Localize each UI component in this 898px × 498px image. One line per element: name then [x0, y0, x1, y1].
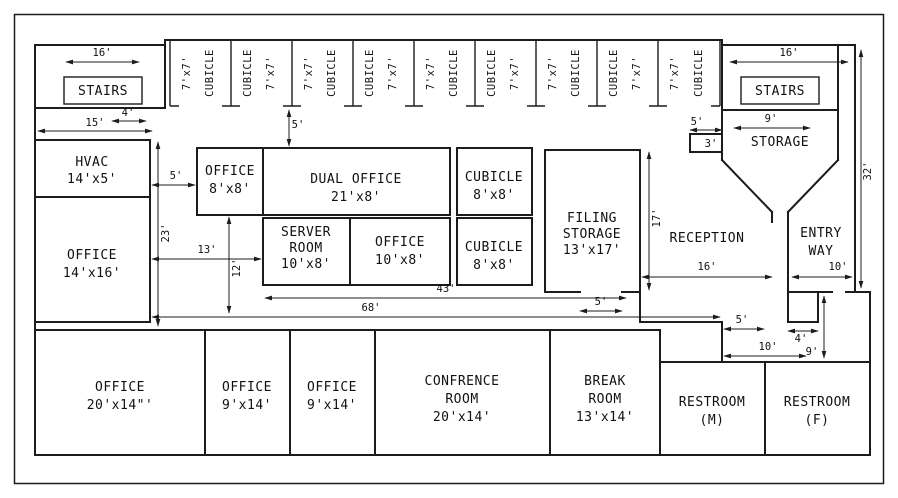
room-label-office-small-name: OFFICE — [205, 164, 255, 179]
cubicle-7-name: CUBICLE — [570, 49, 582, 97]
cubicle-1-size: 7'x7' — [181, 56, 193, 90]
dim-label-filing-height-17: 17' — [651, 209, 663, 228]
room-label-server-room-line1: SERVER — [281, 225, 331, 240]
room-label-restroom-m-suffix: (M) — [700, 413, 725, 428]
dim-label-reception-door-5: 5' — [736, 314, 749, 326]
room-label-conference-size: 20'x14' — [433, 410, 491, 425]
room-label-conference-line2: ROOM — [445, 392, 478, 407]
room-label-stairs-left: STAIRS — [78, 84, 128, 99]
room-label-server-room-line2: ROOM — [289, 241, 322, 256]
dim-label-filing-door-5: 5' — [595, 296, 608, 308]
dim-label-reception-width-16: 16' — [698, 261, 717, 273]
room-label-dual-office-name: DUAL OFFICE — [310, 172, 402, 187]
cubicle-3-name: CUBICLE — [326, 49, 338, 97]
room-label-restroom-f-suffix: (F) — [805, 413, 830, 428]
room-label-entry-line2: WAY — [809, 244, 834, 259]
cubicle-5-name: CUBICLE — [448, 49, 460, 97]
room-label-cubicle-upper-size: 8'x8' — [473, 188, 515, 203]
dim-label-building-width-68: 68' — [362, 302, 381, 314]
cubicle-7-size: 7'x7' — [547, 56, 559, 90]
cubicle-9-size: 7'x7' — [669, 56, 681, 90]
room-label-reception: RECEPTION — [670, 231, 745, 246]
dim-label-left-corridor-height: 23' — [160, 224, 172, 243]
room-label-hvac-name: HVAC — [75, 155, 108, 170]
room-label-office-mid-size: 10'x8' — [375, 253, 425, 268]
cubicle-1-name: CUBICLE — [204, 49, 216, 97]
room-label-conference-line1: CONFRENCE — [425, 374, 500, 389]
room-label-cubicle-upper-name: CUBICLE — [465, 170, 523, 185]
dim-label-corridor-gap-5: 5' — [170, 170, 183, 182]
dim-label-building-height-32: 32' — [862, 162, 874, 181]
dim-label-stairs-left-width: 16' — [93, 47, 112, 59]
stair-flight-box-right — [740, 76, 820, 105]
dim-label-entry-width-10: 10' — [829, 261, 848, 273]
room-label-office-mid-name: OFFICE — [375, 235, 425, 250]
dim-label-corridor-width-13: 13' — [198, 244, 217, 256]
cubicle-8-name: CUBICLE — [608, 49, 620, 97]
dim-label-hall-width-10: 10' — [759, 341, 778, 353]
cubicle-4-size: 7'x7' — [387, 56, 399, 90]
room-label-server-room-size: 10'x8' — [281, 257, 331, 272]
room-label-office-b2-size: 9'x14' — [222, 398, 272, 413]
cubicle-6-name: CUBICLE — [486, 49, 498, 97]
cubicle-partitions — [169, 40, 721, 107]
room-label-office-b1-size: 20'x14"' — [87, 398, 154, 413]
dimension-lines — [37, 49, 864, 359]
room-label-cubicle-lower-name: CUBICLE — [465, 240, 523, 255]
room-label-stairs-right: STAIRS — [755, 84, 805, 99]
room-label-entry-line1: ENTRY — [800, 226, 842, 241]
cubicle-6-size: 7'x7' — [509, 56, 521, 90]
cubicle-9-name: CUBICLE — [693, 49, 705, 97]
dim-label-corridor-height-12: 12' — [231, 259, 243, 278]
room-label-filing-line2: STORAGE — [563, 227, 621, 242]
room-label-office-b3-name: OFFICE — [307, 380, 357, 395]
cubicle-2-name: CUBICLE — [242, 49, 254, 97]
stair-flight-box-left — [63, 76, 143, 105]
page-border — [13, 13, 885, 485]
dim-label-storage-width-9: 9' — [765, 113, 778, 125]
dim-label-stairs-right-width: 16' — [780, 47, 799, 59]
room-label-office-b2-name: OFFICE — [222, 380, 272, 395]
room-label-break-line1: BREAK — [584, 374, 626, 389]
room-label-hvac-size: 14'x5' — [67, 172, 117, 187]
cubicle-5-size: 7'x7' — [425, 56, 437, 90]
room-label-restroom-m-name: RESTROOM — [679, 395, 746, 410]
dim-label-closet-width-4: 4' — [795, 333, 808, 345]
cubicle-2-size: 7'x7' — [265, 56, 277, 90]
room-label-office-small-size: 8'x8' — [209, 182, 251, 197]
room-label-office-left-name: OFFICE — [67, 248, 117, 263]
room-label-office-b1-name: OFFICE — [95, 380, 145, 395]
room-label-storage: STORAGE — [751, 135, 809, 150]
room-label-break-line2: ROOM — [588, 392, 621, 407]
dim-label-left-wing-width: 15' — [86, 117, 105, 129]
dim-label-core-width-43: 43' — [437, 283, 456, 295]
dim-label-dual-office-top-gap: 5' — [292, 119, 305, 131]
room-label-restroom-f-name: RESTROOM — [784, 395, 851, 410]
walls — [34, 39, 871, 456]
room-label-dual-office-size: 21'x8' — [331, 190, 381, 205]
room-label-filing-line1: FILING — [567, 211, 617, 226]
room-label-filing-size: 13'x17' — [563, 243, 621, 258]
dim-label-storage-notch-3: 3' — [705, 138, 718, 150]
dim-label-stairs-left-offset: 4' — [122, 107, 135, 119]
room-label-break-size: 13'x14' — [576, 410, 634, 425]
dim-label-storage-notch-5: 5' — [691, 116, 704, 128]
cubicle-4-name: CUBICLE — [364, 49, 376, 97]
cubicle-8-size: 7'x7' — [631, 56, 643, 90]
room-label-cubicle-lower-size: 8'x8' — [473, 258, 515, 273]
dim-label-hall-height-9: 9' — [806, 346, 819, 358]
room-label-office-left-size: 14'x16' — [63, 266, 121, 281]
room-label-office-b3-size: 9'x14' — [307, 398, 357, 413]
cubicle-3-size: 7'x7' — [303, 56, 315, 90]
